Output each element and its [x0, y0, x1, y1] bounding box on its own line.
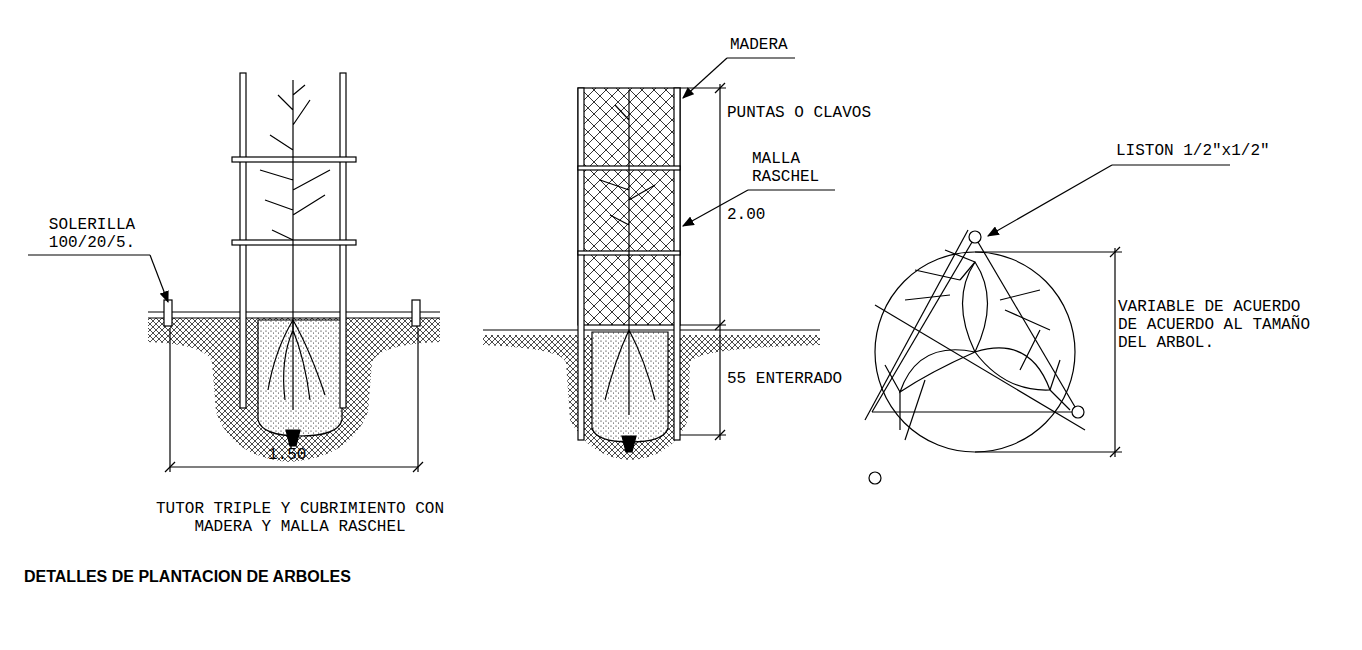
- material-label: PUNTAS O CLAVOS: [727, 104, 907, 122]
- dimension-note: VARIABLE DE ACUERDO DE ACUERDO AL TAMAÑO…: [1118, 298, 1323, 352]
- dimension-label: 1.50: [268, 446, 318, 464]
- dimension-label: 55 ENTERRADO: [727, 370, 887, 388]
- detail-caption: TUTOR TRIPLE Y CUBRIMIENTO CON MADERA Y …: [140, 500, 460, 536]
- curb-label: SOLERILLA 100/20/5.: [42, 216, 142, 252]
- material-label: MALLA RASCHEL: [752, 150, 842, 186]
- material-label: LISTON 1/2"x1/2": [1116, 142, 1316, 160]
- material-label: MADERA: [730, 36, 820, 54]
- drawing-title: DETALLES DE PLANTACION DE ARBOLES: [24, 568, 544, 586]
- dimension-label: 2.00: [727, 206, 787, 224]
